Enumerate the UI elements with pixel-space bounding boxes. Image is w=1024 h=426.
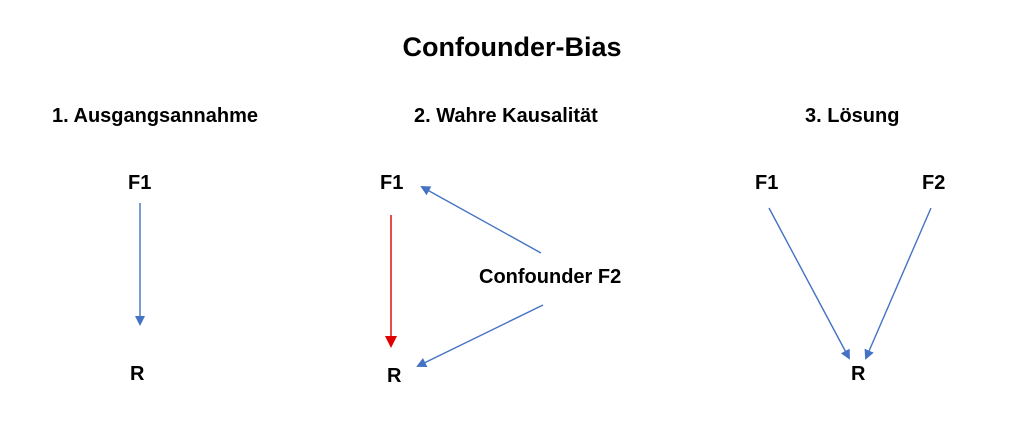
- panel-1-node-f1: F1: [128, 172, 152, 194]
- panel-2-node-f1: F1: [380, 172, 404, 194]
- panel-3-arrow-f2-to-r: [864, 207, 932, 360]
- panel-3-node-f2: F2: [922, 172, 946, 194]
- panel-3-node-f1: F1: [755, 172, 779, 194]
- panel-3-node-r: R: [851, 363, 866, 385]
- panel-1-node-r: R: [130, 363, 145, 385]
- panel-2-node-confounder: Confounder F2: [479, 266, 622, 288]
- panel-2-heading: 2. Wahre Kausalität: [414, 105, 598, 127]
- panel-1-heading: 1. Ausgangsannahme: [52, 105, 258, 127]
- panel-2-arrow-confounder-to-f1: [420, 186, 542, 254]
- diagram-title: Confounder-Bias: [402, 32, 622, 62]
- panel-3-heading: 3. Lösung: [805, 105, 900, 127]
- panel-3-arrow-f1-to-r: [768, 207, 850, 360]
- panel-2-arrow-confounder-to-r: [416, 304, 544, 367]
- panel-2-node-r: R: [387, 365, 402, 387]
